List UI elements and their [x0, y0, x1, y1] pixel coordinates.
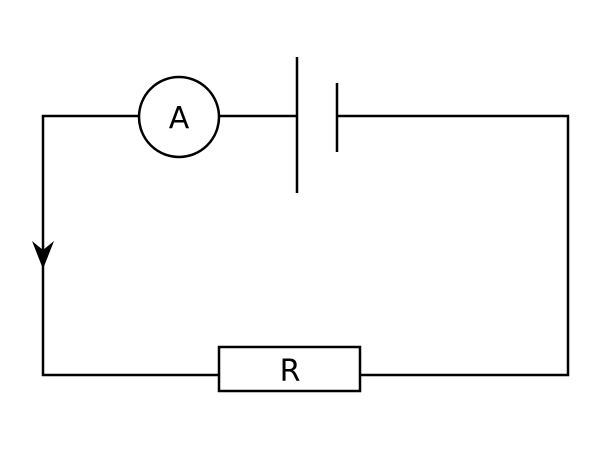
ammeter-label: A — [169, 101, 190, 136]
resistor-label: R — [280, 354, 301, 389]
current-arrow-icon — [32, 241, 54, 269]
wire-left — [41, 114, 219, 377]
wires — [41, 114, 570, 377]
resistor: R — [217, 345, 362, 393]
cell — [295, 57, 339, 193]
ammeter: A — [137, 75, 221, 159]
resistor-box — [217, 345, 362, 393]
ammeter-circle — [137, 75, 221, 159]
wire-right — [337, 114, 570, 377]
